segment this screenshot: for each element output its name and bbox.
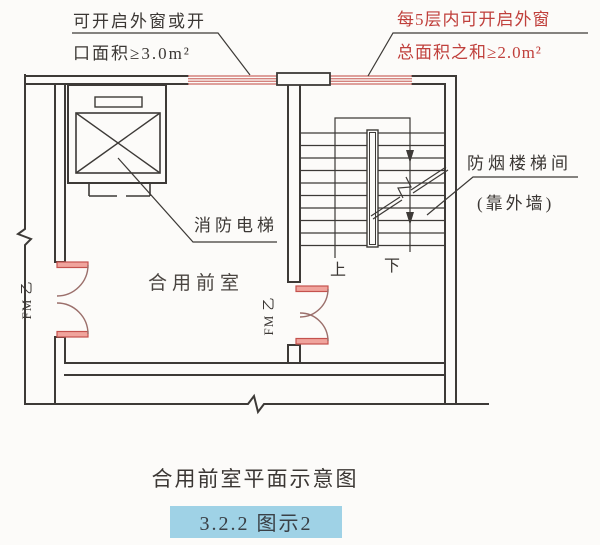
annotation-window-right-line1: 每5层内可开启外窗	[397, 10, 551, 29]
wall-pier	[276, 72, 331, 86]
door-left-label: FM 乙	[19, 280, 34, 319]
leader-stairwell	[426, 176, 578, 216]
stair-up-label: 上	[330, 261, 346, 279]
stair-down-label: 下	[384, 258, 400, 275]
door-swing-arc	[299, 312, 329, 342]
annotation-stairwell-line1: 防烟楼梯间	[467, 154, 572, 173]
stair-handrail-inner	[369, 132, 376, 245]
leader-window-right	[367, 32, 588, 77]
annotation-window-left-line2: 口面积≥3.0m²	[73, 44, 191, 63]
elevator-shaft-outline	[67, 84, 167, 184]
leader-elevator	[117, 157, 277, 243]
figure-ref-text: 3.2.2 图示2	[200, 513, 313, 535]
door-swing-arc	[56, 302, 89, 335]
door-swing-arc	[299, 288, 329, 318]
front-room-left-wall	[54, 83, 66, 405]
wall-lines	[15, 74, 489, 415]
stair-handrail	[366, 129, 379, 248]
annotation-window-left-line1: 可开启外窗或开	[73, 12, 206, 31]
fire-door-middle	[295, 285, 329, 345]
figure-caption: 合用前室平面示意图	[152, 467, 359, 491]
fire-door-left	[56, 261, 89, 338]
door-leaf	[295, 285, 329, 293]
bottom-wall	[64, 362, 446, 376]
door-leaf	[56, 261, 89, 269]
elevator-shaft	[67, 84, 167, 197]
exterior-wall-left	[15, 74, 33, 405]
right-wall	[444, 75, 457, 405]
figure-ref-highlight	[170, 506, 342, 538]
elevator-counterweight	[94, 96, 143, 108]
staircase	[300, 117, 449, 258]
annotation-elevator: 消防电梯	[194, 216, 278, 235]
annotation-window-right-line2: 总面积之和≥2.0m²	[397, 43, 542, 62]
door-swing-arc	[56, 264, 89, 297]
elevator-door-recess	[88, 183, 151, 196]
leader-window-left	[72, 32, 251, 76]
exterior-wall-bottom	[24, 393, 489, 415]
elevator-car-cross	[75, 112, 161, 174]
openable-window-right	[330, 75, 412, 85]
openable-window-left	[188, 75, 277, 85]
room-label-front-room: 合用前室	[148, 272, 244, 294]
annotation-stairwell-line2: (靠外墙)	[477, 194, 554, 213]
elevator-car	[75, 112, 161, 174]
door-leaf	[295, 337, 329, 345]
middle-wall	[287, 84, 301, 364]
stair-arrow-icon	[406, 212, 414, 225]
leader-lines	[72, 32, 588, 243]
stair-arrow-icon	[406, 150, 414, 163]
door-middle-label: FM 乙	[261, 296, 276, 335]
stair-break-line	[370, 166, 449, 220]
door-leaf	[56, 330, 89, 338]
